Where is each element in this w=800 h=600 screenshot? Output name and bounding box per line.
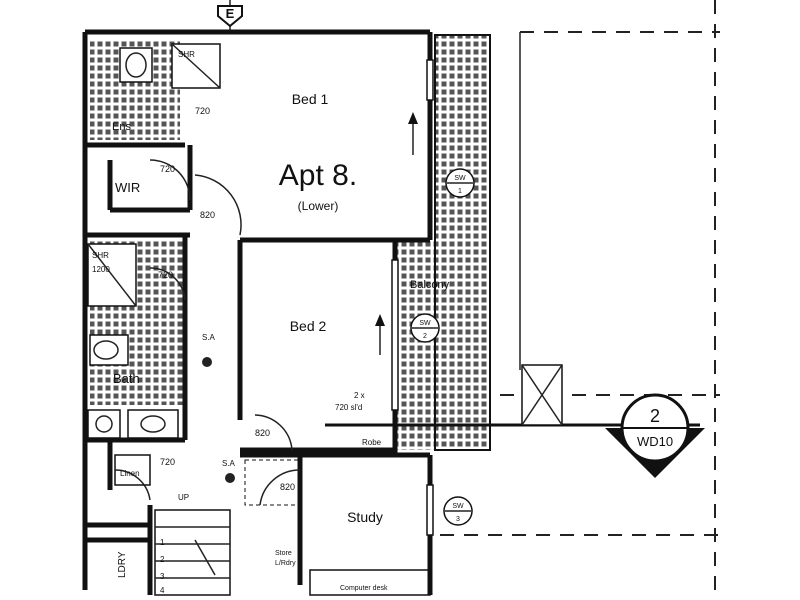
stair-step-4: 4 — [160, 586, 165, 595]
apartment-title: Apt 8. — [279, 159, 357, 192]
sink — [127, 409, 179, 439]
room-label-bed1: Bed 1 — [292, 91, 329, 107]
room-label-ensuite: Ens — [112, 121, 131, 133]
toilet-bowl-bath — [93, 340, 119, 360]
toilet-bath — [89, 334, 129, 366]
room-label-bath: Bath — [113, 371, 140, 386]
window-tags: SW 1 SW 2 SW 3 — [410, 168, 475, 526]
room-label-study: Study — [347, 509, 383, 525]
door-tag-2: 720 — [160, 164, 175, 174]
sliding-note-2: 720 sl'd — [335, 403, 362, 412]
window-tag-sw1-bot: 1 — [458, 188, 462, 195]
grid-marker-label: E — [226, 6, 235, 21]
shower-bath-label: SHR — [92, 251, 109, 260]
arrows — [375, 112, 418, 355]
shower-ensuite-label: SHR — [178, 50, 195, 59]
doors — [114, 159, 301, 506]
section-number: 2 — [650, 406, 660, 426]
windows — [391, 59, 434, 536]
window-tag-sw1-top: SW — [454, 175, 466, 182]
door-tag-4: 720 — [158, 270, 173, 280]
store-label: Store — [275, 550, 292, 557]
balcony-tiles — [435, 35, 490, 450]
computer-desk-label: Computer desk — [340, 585, 388, 592]
stair-step-1: 1 — [160, 538, 165, 547]
door-tag-3: 820 — [200, 210, 215, 220]
window-tag-sw2-bot: 2 — [423, 333, 427, 340]
stair-up-label: UP — [178, 493, 189, 502]
room-label-bed2: Bed 2 — [290, 318, 327, 334]
section-marker: 2 WD10 — [605, 393, 705, 478]
sliding-note-1: 2 x — [354, 391, 365, 400]
ldry-label: LDRY — [117, 551, 128, 578]
linen-cupboard-label: Linen — [120, 469, 140, 478]
balcony-lower-tiles — [395, 240, 440, 450]
smoke-alarm-2-icon — [225, 473, 235, 483]
door-tag-7: 820 — [280, 482, 295, 492]
linen-laundry-label: L/Rdry — [275, 560, 296, 567]
window-tag-sw3-top: SW — [452, 503, 464, 510]
washer — [87, 409, 121, 439]
stairs: 1 2 3 4 UP — [154, 459, 301, 596]
smoke-alarm-2-label: S.A — [222, 459, 236, 468]
door-tag-1: 720 — [195, 106, 210, 116]
smoke-alarm-1-icon — [202, 357, 212, 367]
window-tag-sw2-top: SW — [419, 320, 431, 327]
stair-step-3: 3 — [160, 572, 165, 581]
door-tag-5: 820 — [255, 428, 270, 438]
grid-marker: E — [217, 0, 243, 30]
section-sheet: WD10 — [637, 434, 673, 449]
smoke-alarm-1-label: S.A — [202, 333, 216, 342]
toilet-bowl-ensuite — [125, 52, 147, 78]
robe-label: Robe — [362, 438, 382, 447]
shower-bath-size: 1200 — [92, 265, 110, 274]
room-label-wir: WIR — [115, 180, 140, 195]
window-tag-sw3-bot: 3 — [456, 516, 460, 523]
stair-step-2: 2 — [160, 555, 165, 564]
door-tag-6: 720 — [160, 457, 175, 467]
room-label-balcony: Balcony — [410, 279, 450, 291]
apartment-level: (Lower) — [298, 199, 339, 213]
